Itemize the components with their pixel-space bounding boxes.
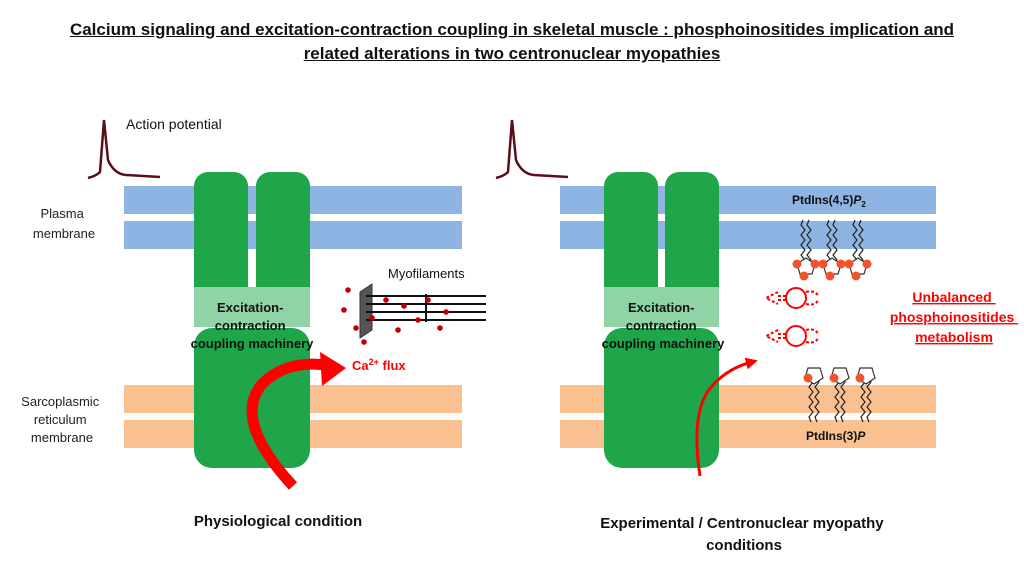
action-potential-trace [87,119,161,180]
ec-coupling-light-band [194,287,310,327]
myofilaments-label: Myofilaments [388,266,465,281]
ryr-channel-right [604,328,719,468]
calcium-flux-arrow [246,358,333,490]
pi3p-label: PtdIns(3)P [806,429,866,443]
calcium-flux-arrowhead [320,352,346,386]
plasma-membrane-label: Plasma membrane [33,206,95,241]
pip2-lipids [792,219,872,281]
weak-calcium-flux-arrow [695,357,758,477]
experimental-caption: Experimental / Centronuclear myopathy co… [600,515,888,554]
pi3p-lipids [803,367,876,423]
sr-membrane-label: Sarcoplasmic reticulum membrane [21,394,103,445]
myofilaments [359,283,486,339]
unbalanced-metabolism-label: Unbalanced phosphoinositides metabolism [890,289,1018,345]
ec-coupling-light-band-right [604,287,719,327]
title-line-1: Calcium signaling and excitation-contrac… [69,20,955,39]
pip2-label: PtdIns(4,5)P2 [792,193,866,209]
right-panel: Excitation- contraction coupling machine… [495,119,1018,554]
left-panel: Action potential Plasma membrane Sarcopl… [21,116,486,530]
figure-title: Calcium signaling and excitation-contrac… [0,18,1024,66]
physiological-caption: Physiological condition [194,513,362,530]
calcium-ions [341,287,449,345]
calcium-flux-label: Ca2+ flux [352,357,406,373]
ec-coupling-label-right: Excitation- contraction coupling machine… [602,300,726,351]
free-phosphoinositides [763,287,819,347]
title-line-2: related alterations in two centronuclear… [303,44,721,63]
action-potential-trace-right [495,119,569,180]
action-potential-label: Action potential [126,116,222,132]
ec-coupling-label: Excitation- contraction coupling machine… [191,300,315,351]
